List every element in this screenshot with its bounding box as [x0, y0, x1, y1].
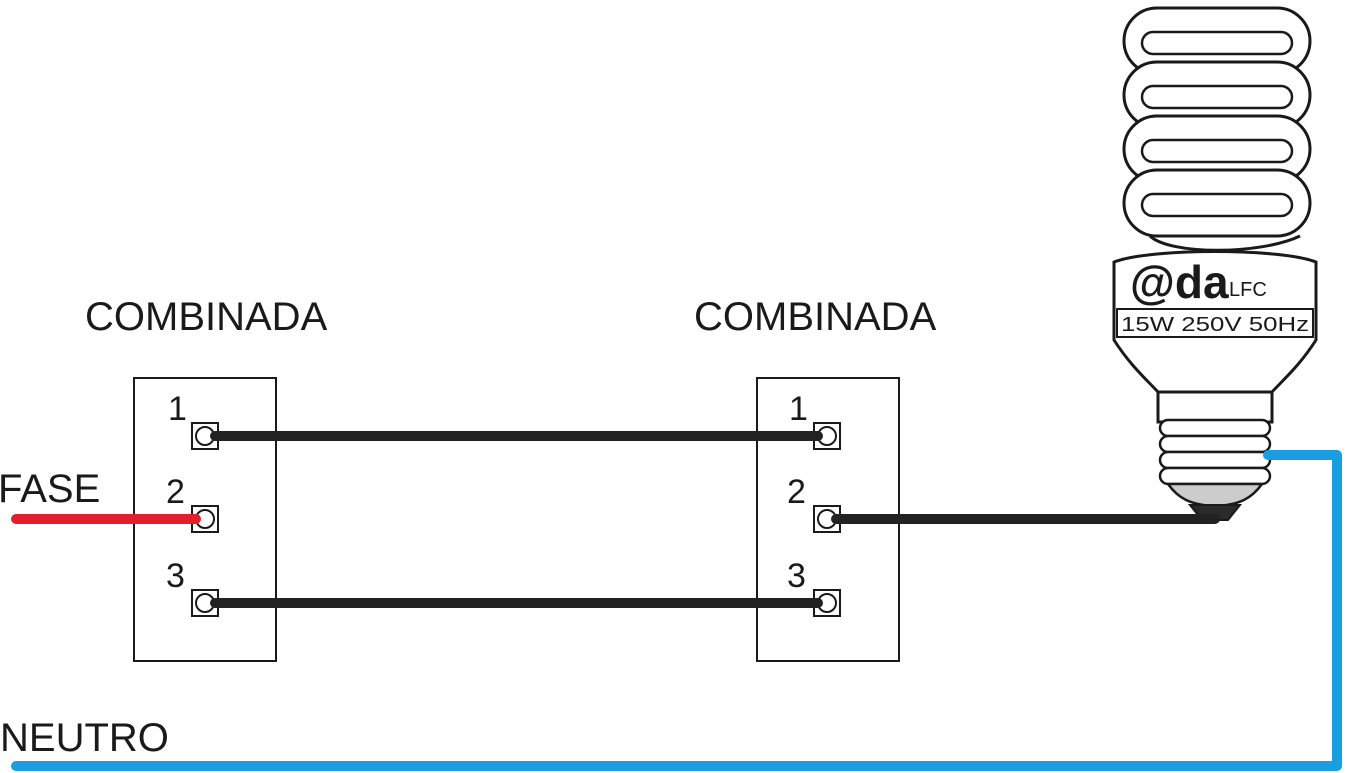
lamp-brand: @da	[1130, 256, 1229, 308]
left-terminal-3-number: 3	[166, 557, 185, 595]
lamp-neck	[1156, 390, 1274, 424]
lamp-type: LFC	[1229, 279, 1267, 301]
lamp-base-insulator	[1165, 482, 1265, 508]
coil-inner-4	[1140, 192, 1294, 218]
lamp-rating-box	[1116, 308, 1314, 338]
wires	[11, 431, 1342, 771]
thread-1	[1158, 418, 1272, 438]
neutral-label: NEUTRO	[0, 716, 169, 760]
left-terminal-1-number: 1	[168, 390, 187, 428]
coil-inner-2	[1140, 84, 1294, 110]
left-switch-label: COMBINADA	[85, 295, 328, 339]
right-terminal-1-number: 1	[789, 390, 808, 428]
neutral-wire	[11, 450, 1342, 771]
right-terminal-3-number: 3	[787, 557, 806, 595]
coil-bottom-curve	[1148, 234, 1301, 252]
lamp-rating: 15W 250V 50Hz	[1121, 314, 1309, 336]
thread-3	[1158, 450, 1272, 470]
left-terminal-2-number: 2	[166, 473, 185, 511]
lamp-spiral	[1122, 6, 1312, 252]
right-switch-label: COMBINADA	[694, 295, 937, 339]
thread-2	[1158, 434, 1272, 454]
phase-label: FASE	[0, 467, 100, 511]
coil-inner-1	[1140, 30, 1294, 56]
right-terminal-2-number: 2	[787, 473, 806, 511]
lamp-screw-base	[1158, 418, 1272, 521]
thread-4	[1158, 466, 1272, 486]
cfl-lamp: @da LFC 15W 250V 50Hz	[1112, 6, 1318, 521]
coil-inner-3	[1140, 138, 1294, 164]
